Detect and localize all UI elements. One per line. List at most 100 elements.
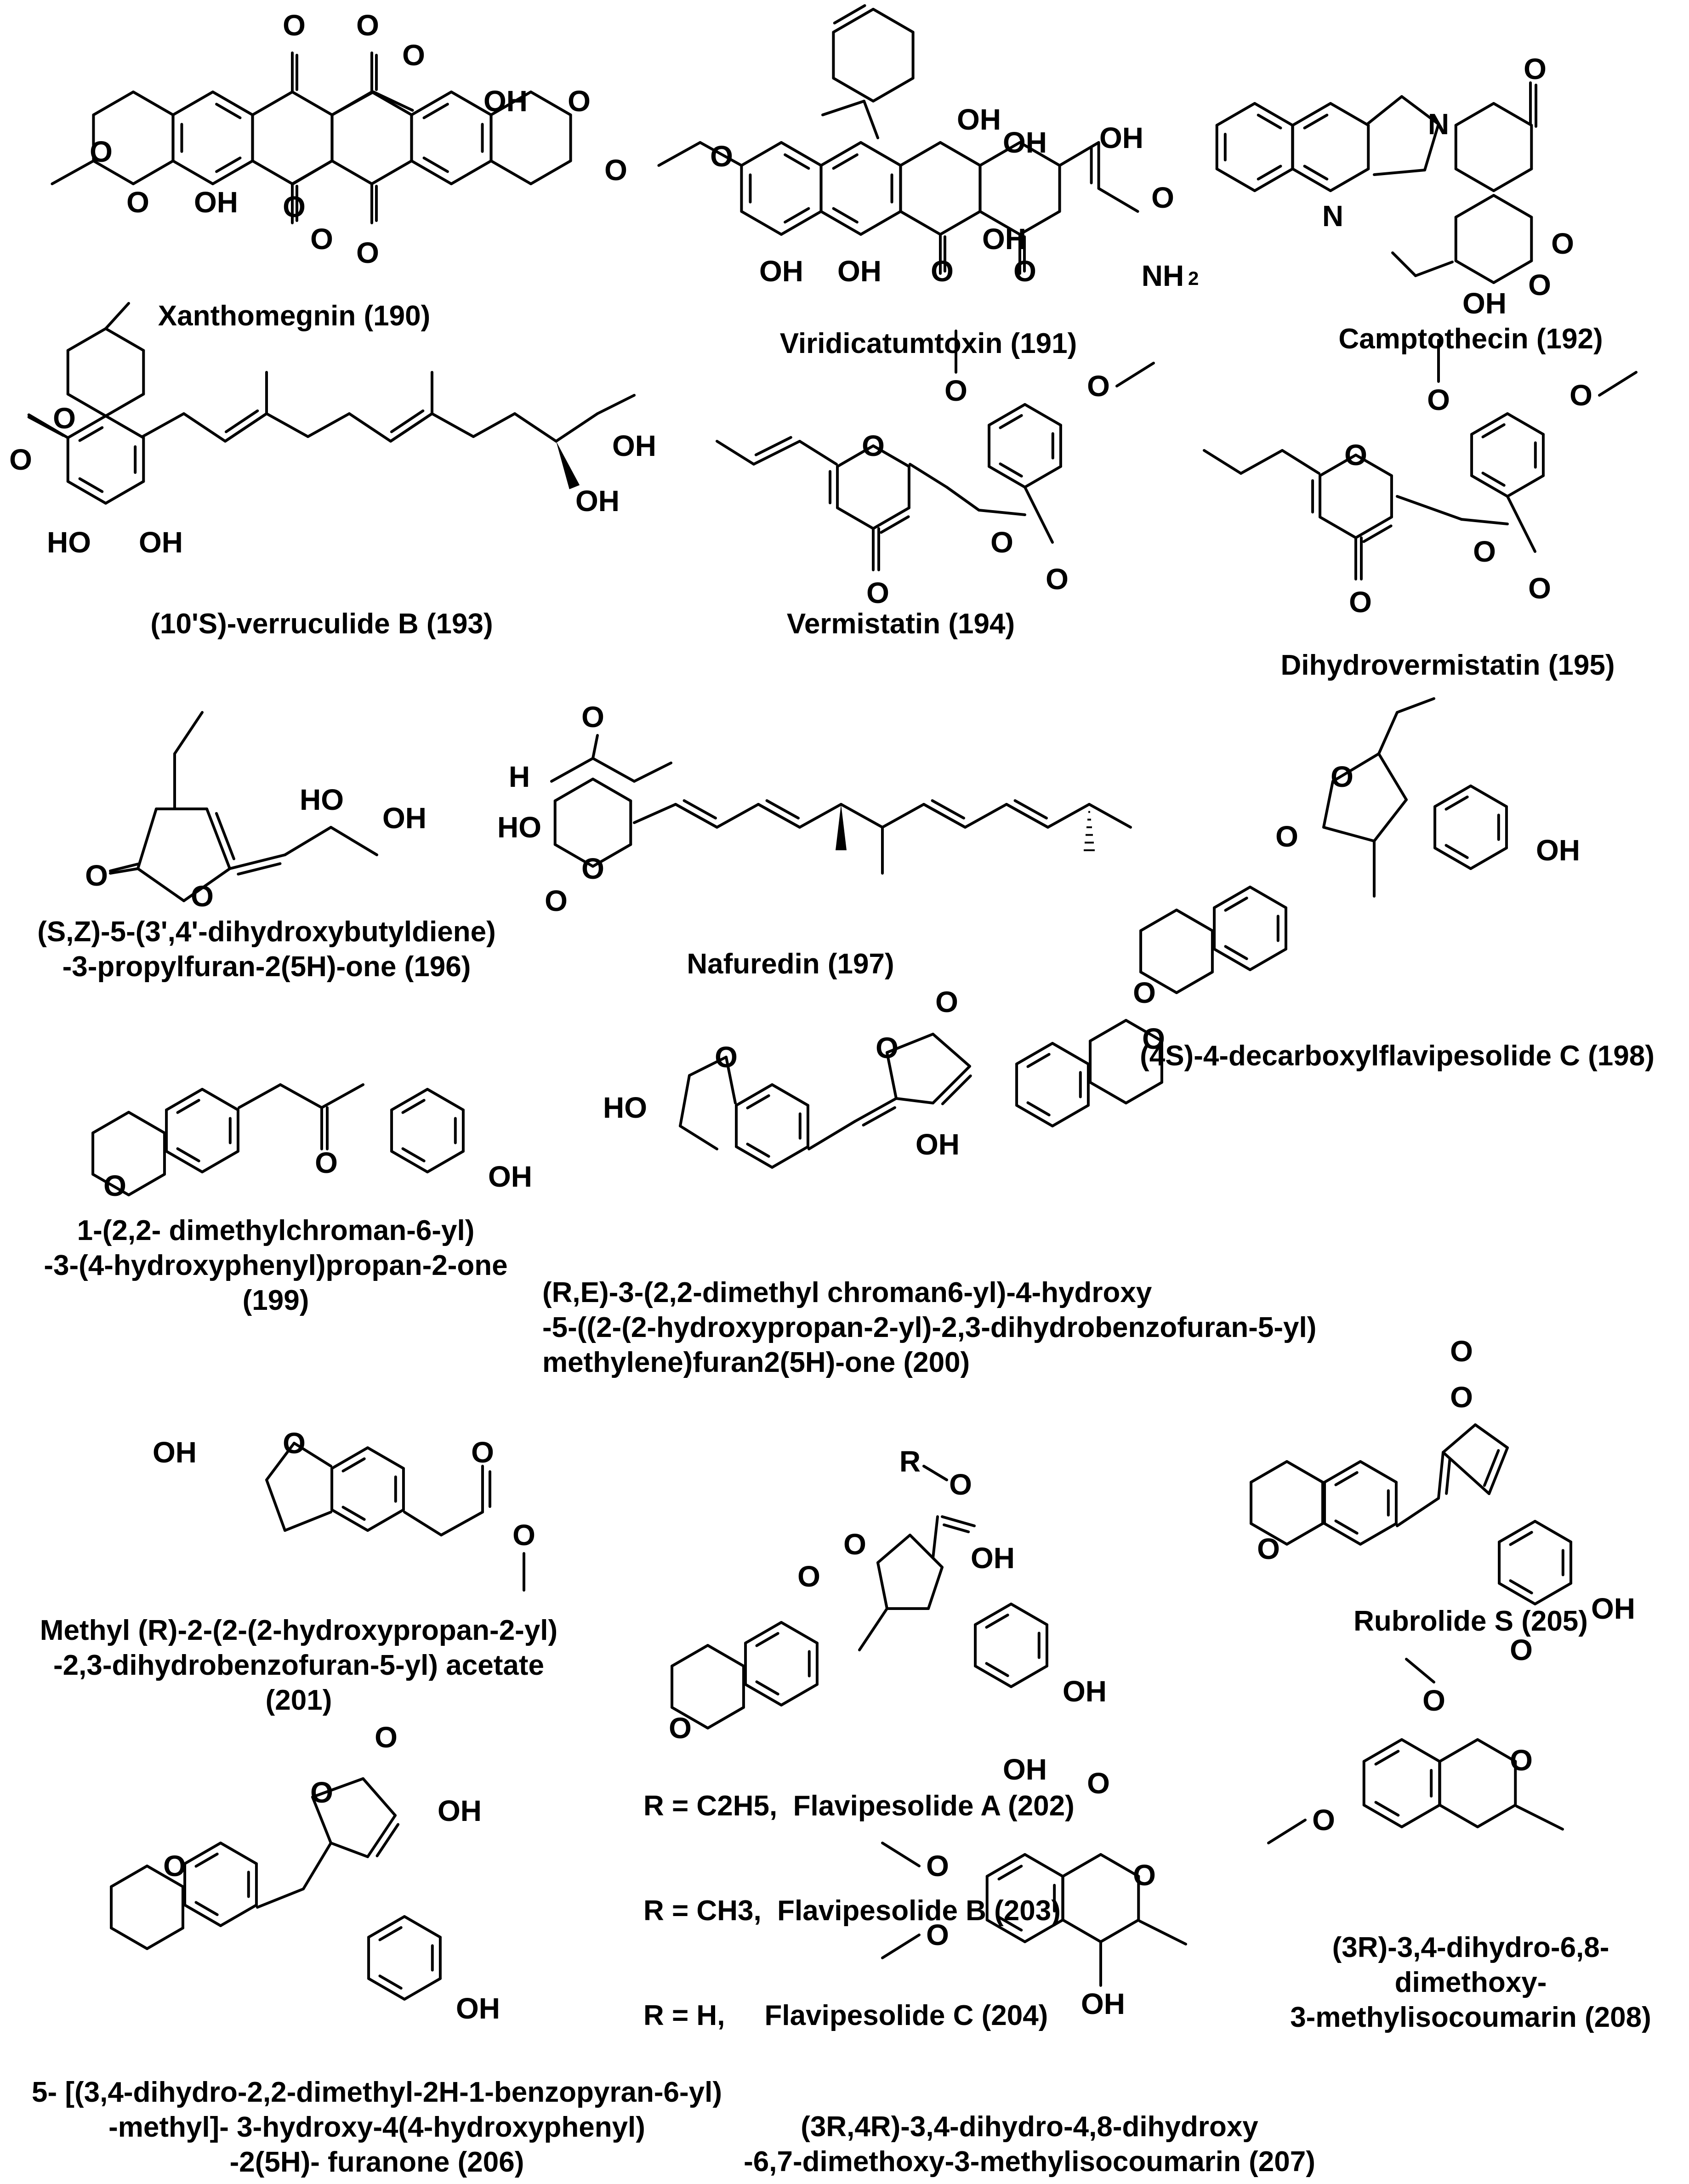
bond <box>1488 1446 1509 1495</box>
bond <box>92 91 135 116</box>
bond <box>1442 1423 1477 1454</box>
bond <box>679 1125 718 1150</box>
bond <box>780 141 823 167</box>
bond <box>224 412 268 443</box>
bond <box>182 867 231 902</box>
bond <box>1334 1471 1359 1486</box>
bond <box>1323 1460 1362 1484</box>
bond <box>311 1777 364 1798</box>
amine-label: NH <box>1142 259 1184 292</box>
bond <box>1139 909 1178 932</box>
bond <box>367 1915 406 1939</box>
oxygen-atom: O <box>1510 1633 1533 1666</box>
label-198: (4S)-4-decarboxylflavipesolide C (198) <box>1140 1040 1655 1072</box>
bond <box>909 463 948 489</box>
bond <box>832 153 859 170</box>
bond <box>1433 847 1472 870</box>
bond <box>943 1523 970 1533</box>
bond <box>1476 1738 1517 1763</box>
bond <box>201 1088 239 1111</box>
bond <box>401 1147 426 1162</box>
bond <box>183 1842 222 1865</box>
bond <box>1010 1665 1048 1688</box>
bond <box>1319 516 1357 539</box>
bond <box>974 1603 1012 1626</box>
bond <box>978 210 1021 236</box>
label-205: Rubrolide S (205) <box>1353 1605 1588 1637</box>
bond <box>529 91 572 116</box>
bond <box>1203 449 1242 475</box>
bond <box>671 1644 709 1667</box>
bond <box>238 1083 282 1109</box>
bond <box>1354 516 1393 539</box>
bond <box>348 412 392 443</box>
bond <box>881 1842 921 1867</box>
oxygen-atom: O <box>669 1712 692 1745</box>
bond <box>176 1099 200 1114</box>
bond <box>78 426 104 442</box>
oxygen-atom: O <box>310 222 333 256</box>
bond <box>431 412 475 438</box>
bond <box>1213 886 1251 909</box>
bond <box>330 826 378 856</box>
oxygen-atom: O <box>1013 255 1036 288</box>
bond <box>1454 167 1495 192</box>
bond <box>366 1508 405 1532</box>
hydroxyl-label: OH <box>1003 1753 1047 1786</box>
bond <box>872 8 915 34</box>
bond <box>706 1644 745 1667</box>
bond <box>550 757 594 783</box>
oxygen-atom: O <box>1473 535 1496 568</box>
label-194: Vermistatin (194) <box>786 608 1015 640</box>
label-191: Viridicatumtoxin (191) <box>779 328 1077 359</box>
bond <box>1329 102 1370 127</box>
bond <box>1498 1520 1536 1543</box>
bond <box>872 506 910 530</box>
bond <box>215 156 242 173</box>
bond <box>1257 114 1282 130</box>
bond <box>529 159 572 185</box>
bond <box>596 394 636 415</box>
hydroxyl-label: OH <box>139 526 183 559</box>
bond <box>66 327 107 352</box>
bond <box>1506 474 1545 498</box>
bond <box>754 436 792 456</box>
bond <box>899 141 942 167</box>
oxygen-atom: O <box>315 1146 338 1179</box>
oxygen-atom: O <box>876 1031 899 1064</box>
bond <box>146 1927 184 1950</box>
oxygen-atom: O <box>512 1519 535 1552</box>
bond <box>311 1796 332 1844</box>
bond <box>291 91 334 116</box>
oxygen-atom: O <box>53 402 76 435</box>
bond <box>744 1683 783 1706</box>
oxygen-atom: O <box>85 859 108 892</box>
oxygen-atom: O <box>163 1849 186 1883</box>
bond <box>735 1145 773 1169</box>
bond <box>1249 948 1287 971</box>
bond <box>104 302 130 330</box>
bond <box>1405 1658 1435 1684</box>
label-199: 1-(2,2- dimethylchroman-6-yl) -3-(4-hydr… <box>44 1215 508 1316</box>
oxygen-atom: O <box>1524 52 1547 85</box>
bond <box>362 1777 397 1817</box>
oxygen-atom: O <box>1087 370 1110 403</box>
bond <box>863 100 879 139</box>
bond <box>1377 752 1408 801</box>
bond <box>176 1147 200 1162</box>
hydroxyl-label: HO <box>497 811 541 844</box>
bond <box>1492 102 1533 127</box>
bond <box>1469 847 1508 870</box>
oxygen-atom: O <box>581 700 604 734</box>
bond <box>985 1662 1009 1677</box>
bond <box>853 1097 898 1123</box>
bond <box>840 803 884 829</box>
bond <box>440 1511 484 1536</box>
bond <box>219 1842 258 1865</box>
